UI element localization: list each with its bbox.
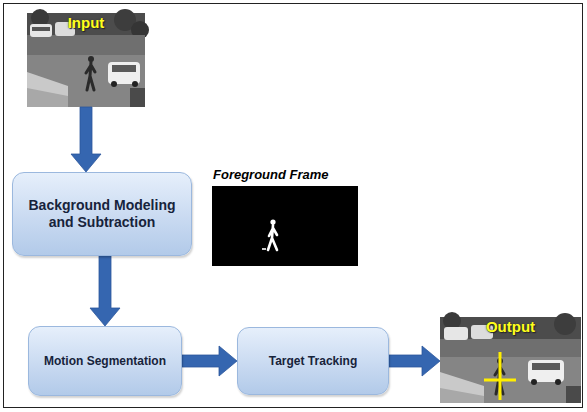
box-label: Motion Segmentation [44, 354, 166, 369]
process-box: Motion Segmentation [28, 326, 182, 396]
flow-arrow [182, 346, 237, 376]
image-label: Output [440, 319, 581, 336]
box-label: Background Modeling and Subtraction [21, 197, 183, 232]
output-image: Output [440, 317, 581, 403]
image-label: Input [27, 15, 145, 32]
input-image: Input [27, 13, 145, 107]
foreground-image: Foreground Frame [212, 167, 360, 266]
output-photo [440, 312, 581, 403]
process-box: Target Tracking [237, 327, 389, 395]
tracking-crosshair [484, 352, 516, 400]
image-caption: Foreground Frame [213, 167, 329, 184]
input-photo [27, 9, 149, 107]
foreground-frame-image [212, 186, 358, 266]
process-box: Background Modeling and Subtraction [12, 172, 192, 256]
flow-arrow [71, 107, 101, 172]
flow-arrow [389, 346, 440, 376]
box-label: Target Tracking [269, 354, 357, 369]
flow-arrow [90, 256, 120, 326]
frame-border [4, 4, 583, 408]
